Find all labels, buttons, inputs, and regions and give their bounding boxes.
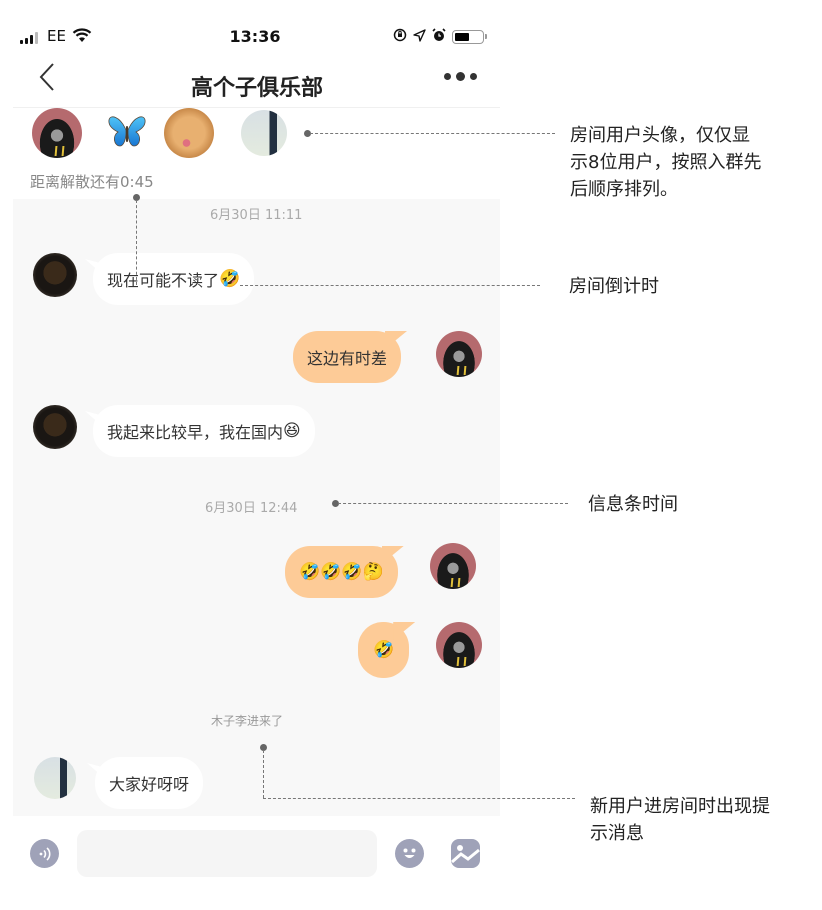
message-bubble[interactable]: 这边有时差 — [293, 331, 402, 383]
image-button[interactable] — [451, 839, 480, 868]
message-timestamp: 6月30日 12:44 — [205, 501, 298, 516]
signal-icon — [20, 32, 38, 44]
message-bubble[interactable]: 现在可能不读了🤣 — [93, 253, 255, 305]
my-avatar[interactable] — [430, 543, 476, 589]
annotation-leader-line — [263, 798, 575, 799]
member-avatar-1[interactable] — [32, 108, 82, 158]
annotation-leader-line — [263, 750, 264, 798]
more-dots-icon — [444, 73, 451, 80]
annotation-text: 新用户进房间时出现提 示消息 — [590, 796, 770, 844]
battery-icon — [452, 30, 487, 44]
sender-avatar[interactable] — [34, 757, 76, 799]
emoji-button[interactable] — [395, 839, 424, 868]
message-timestamp: 6月30日 11:11 — [210, 208, 303, 223]
annotation-dot — [260, 744, 267, 751]
message-bubble[interactable]: 我起来比较早，我在国内😆 — [93, 405, 315, 457]
wifi-icon — [72, 28, 92, 47]
image-icon — [451, 839, 480, 868]
annotation-leader-line — [136, 200, 137, 285]
annotation-text: 房间倒计时 — [569, 276, 659, 297]
header-divider — [13, 107, 500, 108]
sender-avatar[interactable] — [33, 253, 77, 297]
annotation-dot — [332, 500, 339, 507]
sender-avatar[interactable] — [33, 405, 77, 449]
member-avatar-3[interactable] — [164, 108, 214, 158]
annotation-leader-line — [240, 285, 540, 286]
alarm-icon — [432, 28, 446, 46]
page-title: 高个子俱乐部 — [190, 76, 323, 101]
location-icon — [413, 28, 426, 46]
more-button[interactable] — [444, 72, 477, 81]
annotation-text: 房间用户头像，仅仅显 示8位用户，按照入群先 后顺序排列。 — [570, 125, 762, 200]
butterfly-icon — [108, 116, 146, 147]
status-bar: EE 13:36 — [0, 24, 510, 50]
back-button[interactable] — [36, 62, 60, 92]
annotation-dot — [304, 130, 311, 137]
annotation-leader-line — [338, 503, 568, 504]
chevron-left-icon — [39, 63, 54, 91]
my-avatar[interactable] — [436, 622, 482, 668]
voice-icon — [39, 846, 51, 861]
voice-button[interactable] — [30, 839, 59, 868]
message-input[interactable] — [77, 830, 377, 877]
message-bubble[interactable]: 🤣 — [358, 622, 410, 678]
annotation-leader-line — [310, 133, 555, 134]
member-avatar-2[interactable] — [106, 112, 148, 154]
carrier-label: EE — [47, 27, 66, 45]
message-bubble[interactable]: 🤣🤣🤣🤔 — [285, 546, 398, 598]
member-avatar-list — [32, 108, 292, 160]
orientation-lock-icon — [393, 28, 407, 46]
message-bubble[interactable]: 大家好呀呀 — [95, 757, 204, 809]
member-avatar-4[interactable] — [241, 110, 287, 156]
system-message: 木子李进来了 — [211, 714, 284, 728]
room-countdown: 距离解散还有0:45 — [30, 173, 154, 191]
emoji-icon — [403, 848, 416, 858]
chat-message-list[interactable]: 6月30日 11:11 现在可能不读了🤣 这边有时差 我起来比较早，我在国内😆 … — [13, 199, 500, 816]
annotation-dot — [133, 194, 140, 201]
annotation-text: 信息条时间 — [588, 494, 678, 515]
clock: 13:36 — [229, 27, 281, 46]
my-avatar[interactable] — [436, 331, 482, 377]
